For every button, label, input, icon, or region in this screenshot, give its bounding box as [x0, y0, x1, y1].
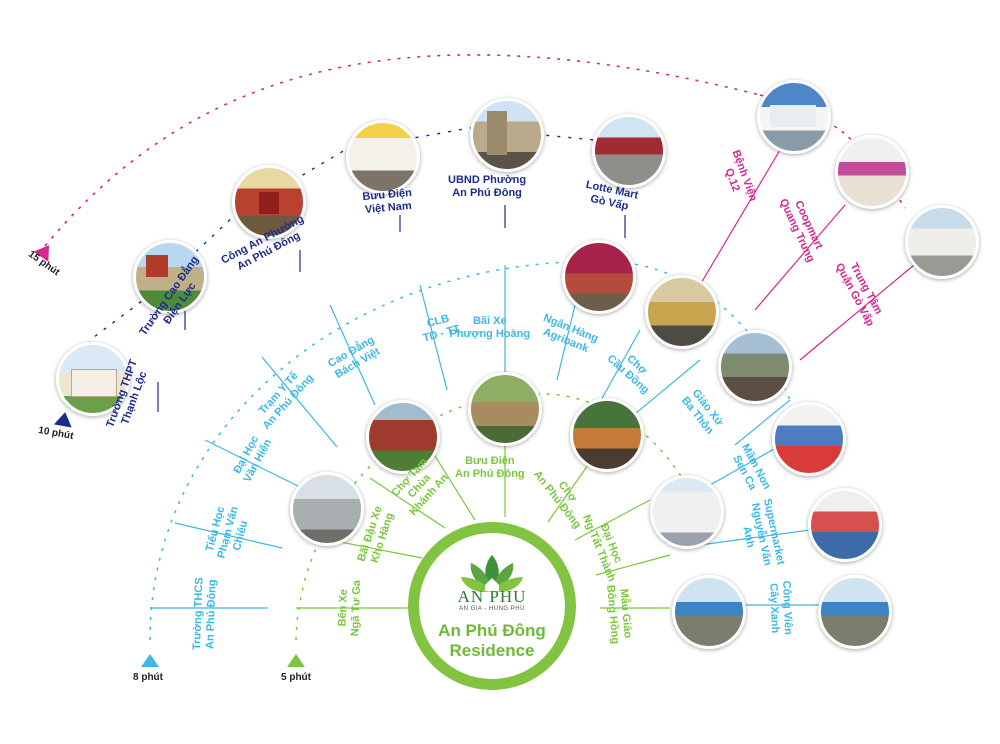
photo-cho-an-phu-dong [570, 398, 644, 472]
photo-dh-nguyen-tat-thanh [650, 475, 724, 549]
photo-mau-giao [672, 575, 746, 649]
label-buu-dien-vn: Bưu Điện Việt Nam [361, 186, 413, 216]
project-title-line2: Residence [449, 641, 535, 660]
photo-agribank [562, 240, 636, 314]
photo-giao-xu [718, 330, 792, 404]
photo-lotte [592, 114, 666, 188]
legend-5-triangle [287, 654, 305, 667]
label-mau-giao: Mẫu Giáo Bông Hồng [603, 584, 634, 645]
photo-ubnd [470, 98, 544, 172]
legend-8-triangle [141, 654, 159, 667]
photo-cong-vien [818, 575, 892, 649]
brand-subtitle: AN GIA - HUNG PHU [459, 606, 525, 612]
photo-buu-dien-apd [468, 372, 542, 446]
project-title-line1: An Phú Đông [438, 621, 546, 640]
photo-bai-dau-xe [290, 472, 364, 546]
photo-cd-dien-luc [133, 240, 207, 314]
photo-cho-cau-dong [645, 275, 719, 349]
legend-8-label: 8 phút [133, 672, 163, 683]
legend-10-triangle [53, 410, 75, 428]
center-logo: AN PHU AN GIA - HUNG PHU An Phú Đông Res… [408, 522, 576, 690]
photo-coopmart [835, 135, 909, 209]
ring-5-arc [295, 393, 691, 641]
label-cong-vien: Công Viên Cây Xanh [767, 580, 795, 636]
legend-5-label: 5 phút [281, 672, 311, 683]
brand-name: AN PHU [457, 587, 527, 606]
lotus-house-icon [461, 555, 523, 592]
label-thcs: Trường THCS An Phú Đông [190, 577, 219, 651]
label-bai-xe-ph: Bãi Xe Phượng Hoàng [449, 315, 531, 340]
label-ubnd: UBND Phường An Phú Đông [448, 174, 527, 199]
ring-15-arc [44, 54, 761, 247]
photo-tt-go-vap [905, 205, 979, 279]
photo-mam-non [772, 402, 846, 476]
photo-thpt-thanh-loc [56, 342, 130, 416]
label-ben-xe: Bến Xe Ngã Tư Ga [336, 579, 364, 637]
photo-buu-dien-vn [346, 120, 420, 194]
label-buu-dien-apd: Bưu Điện An Phú Đông [455, 455, 525, 480]
photo-bv-q12 [757, 80, 831, 154]
photo-supermarket [808, 488, 882, 562]
photo-chua-khanh-an [366, 400, 440, 474]
ring-8-arc [149, 260, 791, 641]
photo-cong-an [232, 165, 306, 239]
